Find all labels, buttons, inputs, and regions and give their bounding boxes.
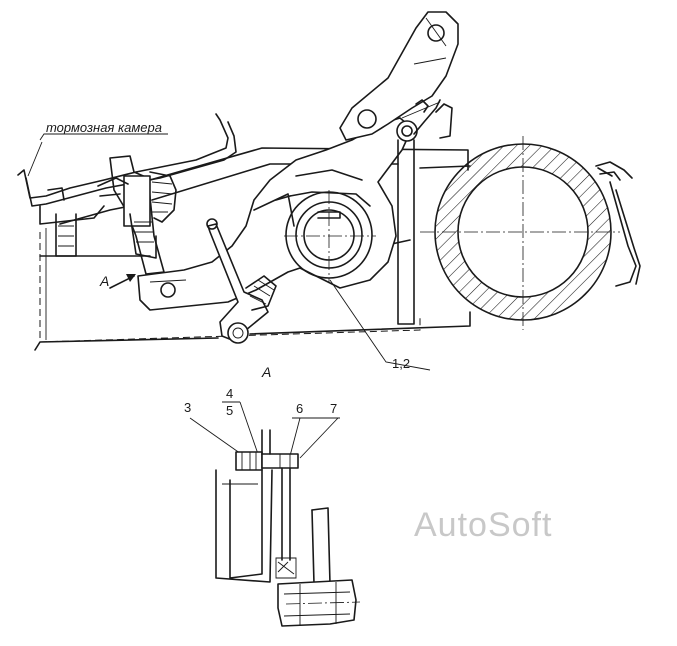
brake-shaft-section [420,136,620,330]
worm-gear [275,190,376,282]
callout-6-label: 6 [296,401,303,416]
main-assembly-view: 1,2 тормозная камера А [17,11,641,371]
pivot-pin-hole [160,282,176,298]
watermark-text: AutoSoft [414,506,552,544]
arm-pivot-hole [357,109,377,129]
view-arrow-a: А [99,273,136,289]
detail-plate [215,469,273,583]
callout-7-label: 7 [330,401,337,416]
detail-pin-assembly [235,429,299,471]
callout-4-label: 4 [226,386,233,401]
brake-chamber-callout: тормозная камера [27,120,168,177]
brake-chamber-label: тормозная камера [46,120,162,135]
detail-callouts: 3 4 5 6 7 [184,386,340,459]
callout-1-2: 1,2 [329,279,431,371]
upper-arm-hole [427,24,445,42]
view-a-title: А [261,364,271,380]
brake-chamber-rod [97,155,177,275]
detail-rod [275,467,297,579]
callout-3-label: 3 [184,400,191,415]
retaining-spring [595,161,641,287]
upper-arm [339,11,459,141]
brake-chamber-bracket [17,113,237,257]
callout-5-label: 5 [226,403,233,418]
callout-1-2-label: 1,2 [392,356,410,371]
detail-lower-lever [277,507,361,627]
view-arrow-label: А [99,273,109,289]
detail-view-a: А 3 4 5 6 7 [184,364,361,627]
adjuster-linkage [396,99,453,325]
adjuster-lever-body [137,117,413,311]
control-arm [206,218,277,344]
